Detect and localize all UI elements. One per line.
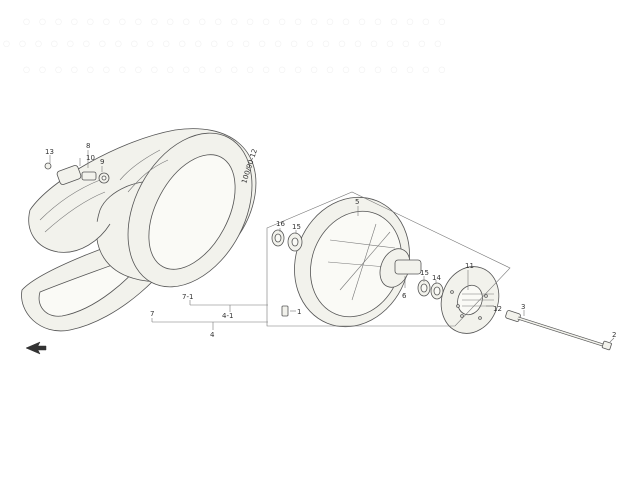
callout-5: 5 [355,198,359,206]
axle [505,310,612,351]
valve-assembly [44,162,110,185]
tire: 100/90-12 [28,128,259,288]
callout-15-right: 15 [420,269,429,277]
screw-part [281,305,289,317]
callout-12: 12 [493,305,502,313]
callout-8: 8 [86,142,90,150]
leader-lines [49,150,615,343]
callout-labels: 8 10 9 13 16 15 5 15 14 11 12 6 3 2 1 7-… [45,142,616,339]
callout-16: 16 [276,220,285,228]
callout-15-left: 15 [292,223,301,231]
callout-4-1: 4-1 [222,312,233,320]
left-bearings [271,229,303,252]
svg-text:◦◦◦◦◦◦◦◦◦◦◦◦◦◦◦◦◦◦◦◦◦◦◦◦◦◦◦◦: ◦◦◦◦◦◦◦◦◦◦◦◦◦◦◦◦◦◦◦◦◦◦◦◦◦◦◦◦ [0,33,447,58]
assembly-boundary [266,191,511,327]
svg-text:◦◦◦◦◦◦◦◦◦◦◦◦◦◦◦◦◦◦◦◦◦◦◦◦◦◦◦: ◦◦◦◦◦◦◦◦◦◦◦◦◦◦◦◦◦◦◦◦◦◦◦◦◦◦◦ [20,59,451,84]
bracket-lines [151,300,268,330]
callout-10: 10 [86,154,95,162]
svg-text:◦◦◦◦◦◦◦◦◦◦◦◦◦◦◦◦◦◦◦◦◦◦◦◦◦◦◦: ◦◦◦◦◦◦◦◦◦◦◦◦◦◦◦◦◦◦◦◦◦◦◦◦◦◦◦ [20,11,451,36]
front-arrow-icon [25,341,47,355]
wheel-rim [294,196,422,328]
callout-1: 1 [297,308,301,316]
callout-7: 7 [150,310,154,318]
callout-14: 14 [432,274,441,282]
callout-9: 9 [100,158,104,166]
callout-6: 6 [402,292,407,300]
callout-13: 13 [45,148,54,156]
callout-11: 11 [465,262,474,270]
callout-2: 2 [612,331,616,339]
right-bearings [417,279,444,300]
watermark: ◦◦◦◦◦◦◦◦◦◦◦◦◦◦◦◦◦◦◦◦◦◦◦◦◦◦◦ ◦◦◦◦◦◦◦◦◦◦◦◦… [0,11,451,84]
callout-7-1: 7-1 [182,293,193,301]
brake-disc [440,266,500,334]
callout-4: 4 [210,331,215,339]
callout-3: 3 [521,303,525,311]
